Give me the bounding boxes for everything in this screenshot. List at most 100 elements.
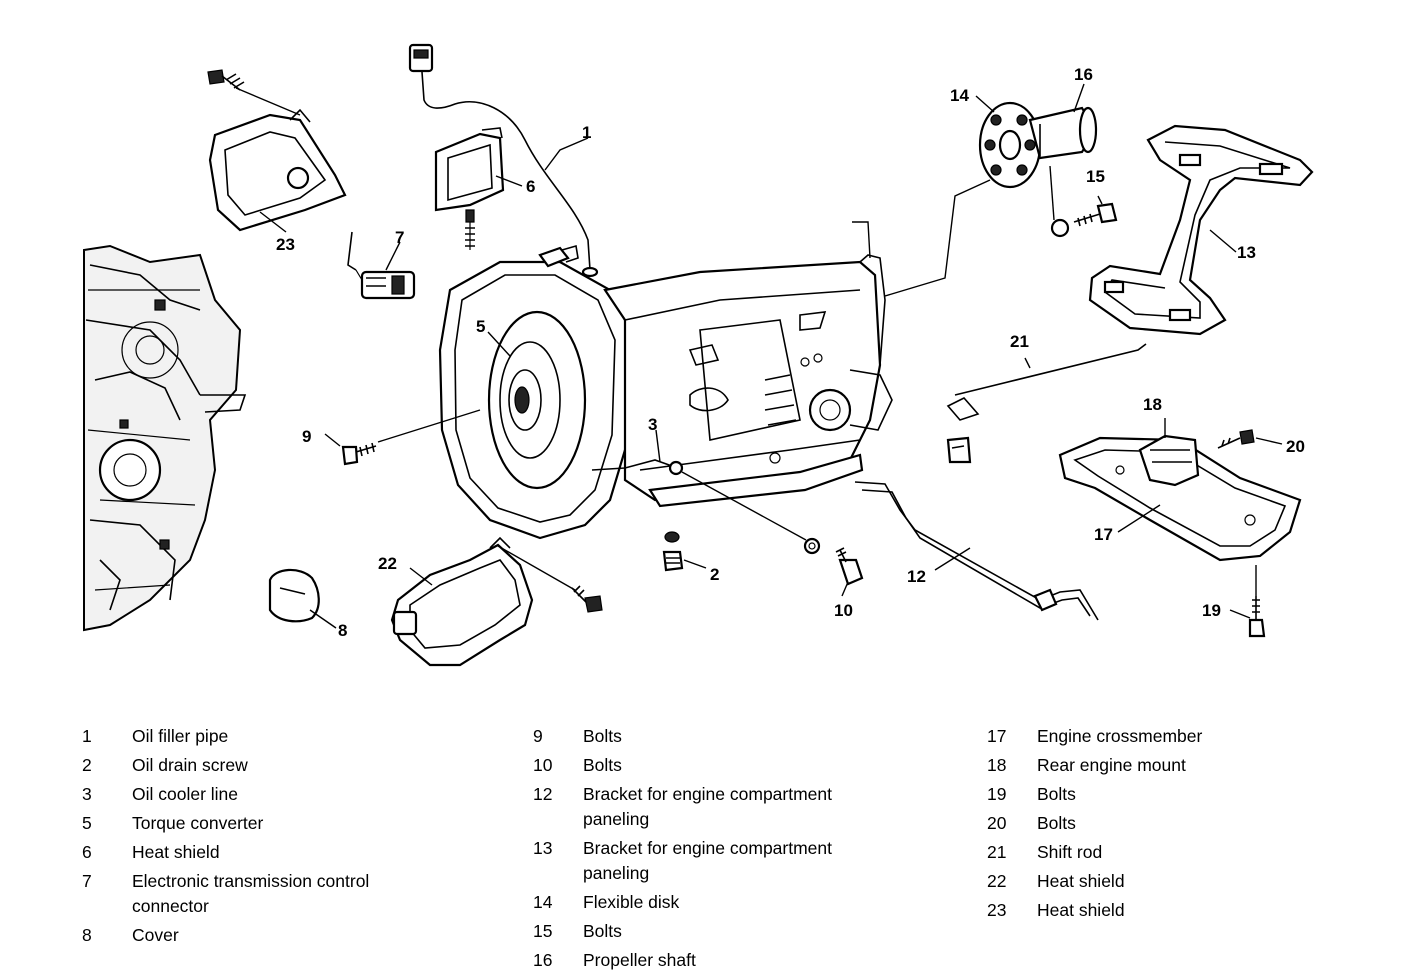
legend-item: 21 Shift rod: [987, 838, 1387, 867]
legend-number: 1: [82, 726, 92, 746]
legend-label: Bolts: [583, 726, 622, 746]
flexible-disk: [978, 101, 1042, 189]
legend-item: 1 Oil filler pipe: [82, 722, 462, 751]
bracket-13: [1088, 124, 1314, 336]
legend-number: 2: [82, 755, 92, 775]
legend-number: 14: [533, 892, 553, 912]
legend-number: 19: [987, 784, 1007, 804]
legend-label: Oil drain screw: [132, 755, 248, 775]
legend-number: 10: [533, 755, 553, 775]
legend-number: 9: [533, 726, 543, 746]
callout-3: 3: [648, 415, 657, 434]
callout-20: 20: [1286, 437, 1305, 456]
callout-15: 15: [1086, 167, 1105, 186]
bolt-20: [1217, 429, 1255, 449]
legend-number: 21: [987, 842, 1007, 862]
legend-item: 18 Rear engine mount: [987, 751, 1387, 780]
callout-17: 17: [1094, 525, 1113, 544]
heat-shield-6: [434, 127, 505, 250]
legend-label: Bolts: [583, 755, 622, 775]
legend-label: Flexible disk: [583, 892, 680, 912]
filler-pipe-fitting: [538, 244, 579, 268]
legend-item: 12 Bracket for engine compartment panelin…: [533, 780, 933, 834]
callout-13: 13: [1237, 243, 1256, 262]
legend-item: 9 Bolts: [533, 722, 933, 751]
bolt-10: [803, 537, 864, 586]
callout-2: 2: [710, 565, 719, 584]
bolt-9: [341, 442, 377, 466]
legend-number: 7: [82, 871, 92, 891]
callout-23: 23: [276, 235, 295, 254]
legend-number: 20: [987, 813, 1007, 833]
callout-14: 14: [950, 86, 969, 105]
legend-number: 3: [82, 784, 92, 804]
transmission-housing: [438, 254, 893, 540]
legend-number: 22: [987, 871, 1007, 891]
oil-drain-screw: [662, 531, 684, 572]
oil-filler-pipe: [408, 43, 599, 278]
engine-block: [83, 244, 247, 632]
legend-label: Torque converter: [132, 813, 264, 833]
callout-16: 16: [1074, 65, 1093, 84]
transmission-control-connector: [347, 231, 416, 300]
legend-label: Shift rod: [1037, 842, 1103, 862]
legend-item: 23 Heat shield: [987, 896, 1387, 925]
cover-8: [268, 568, 320, 623]
callout-21: 21: [1010, 332, 1029, 351]
callout-5: 5: [476, 317, 485, 336]
legend-label: Electronic transmission control connecto…: [132, 871, 370, 916]
legend-number: 6: [82, 842, 92, 862]
legend-label: Bolts: [1037, 784, 1076, 804]
callout-19: 19: [1202, 601, 1221, 620]
legend-column-1: 1 Oil filler pipe 2 Oil drain screw 3 Oil c…: [82, 722, 462, 950]
legend-label: Bolts: [583, 921, 622, 941]
exploded-view-diagram: 1 2 3 5 6 7 8 9 10 12 13 14 15 16 17 18 …: [83, 43, 1314, 667]
callout-labels: 1 2 3 5 6 7 8 9 10 12 13 14 15 16 17 18 …: [276, 65, 1305, 640]
legend-label: Heat shield: [1037, 900, 1125, 920]
legend-item: 14 Flexible disk: [533, 888, 933, 917]
legend-label: Rear engine mount: [1037, 755, 1186, 775]
legend-item: 3 Oil cooler line: [82, 780, 462, 809]
callout-7: 7: [395, 228, 404, 247]
legend-item: 7 Electronic transmission control connect…: [82, 867, 462, 921]
legend-number: 8: [82, 925, 92, 945]
callout-1: 1: [582, 123, 591, 142]
bolt-19: [1248, 596, 1266, 638]
propeller-shaft: [1028, 106, 1098, 160]
legend-label: Oil cooler line: [132, 784, 239, 804]
legend-number: 23: [987, 900, 1007, 920]
leader-lines: [235, 83, 1283, 629]
legend-label: Oil filler pipe: [132, 726, 229, 746]
legend-label: Bracket for engine compartment paneling: [583, 838, 833, 883]
callout-12: 12: [907, 567, 926, 586]
legend-label: Engine crossmember: [1037, 726, 1203, 746]
legend-number: 16: [533, 950, 553, 970]
legend-label: Bracket for engine compartment paneling: [583, 784, 833, 829]
legend-item: 13 Bracket for engine compartment panelin…: [533, 834, 933, 888]
bolt-15: [1050, 202, 1118, 238]
callout-9: 9: [302, 427, 311, 446]
legend-number: 13: [533, 838, 553, 858]
legend-item: 17 Engine crossmember: [987, 722, 1387, 751]
shift-rod: [946, 343, 1147, 464]
legend-item: 8 Cover: [82, 921, 462, 950]
legend-item: 10 Bolts: [533, 751, 933, 780]
rear-engine-mount: [1138, 434, 1200, 487]
callout-18: 18: [1143, 395, 1162, 414]
heat-shield-22: [390, 536, 603, 667]
callout-6: 6: [526, 177, 535, 196]
callout-8: 8: [338, 621, 347, 640]
legend-number: 17: [987, 726, 1007, 746]
legend-item: 19 Bolts: [987, 780, 1387, 809]
callout-10: 10: [834, 601, 853, 620]
legend-number: 12: [533, 784, 553, 804]
legend-label: Cover: [132, 925, 179, 945]
legend-number: 18: [987, 755, 1007, 775]
legend-item: 2 Oil drain screw: [82, 751, 462, 780]
